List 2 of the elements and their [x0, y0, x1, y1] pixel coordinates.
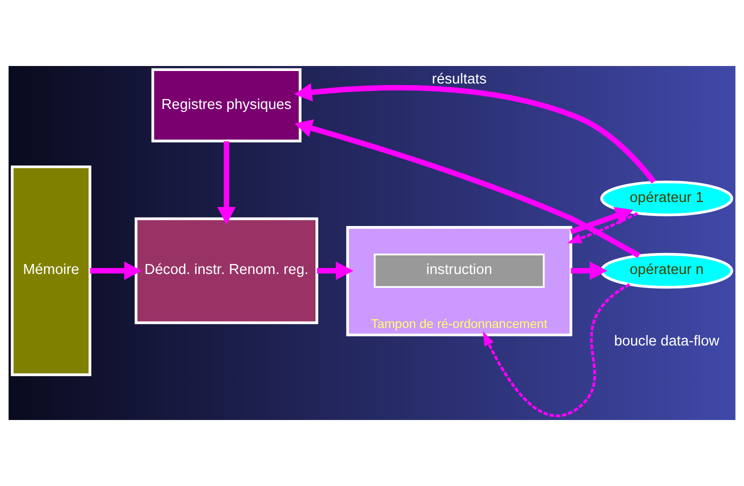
label: boucle data-flow [614, 334, 720, 350]
edge-label: résultats [432, 71, 487, 88]
